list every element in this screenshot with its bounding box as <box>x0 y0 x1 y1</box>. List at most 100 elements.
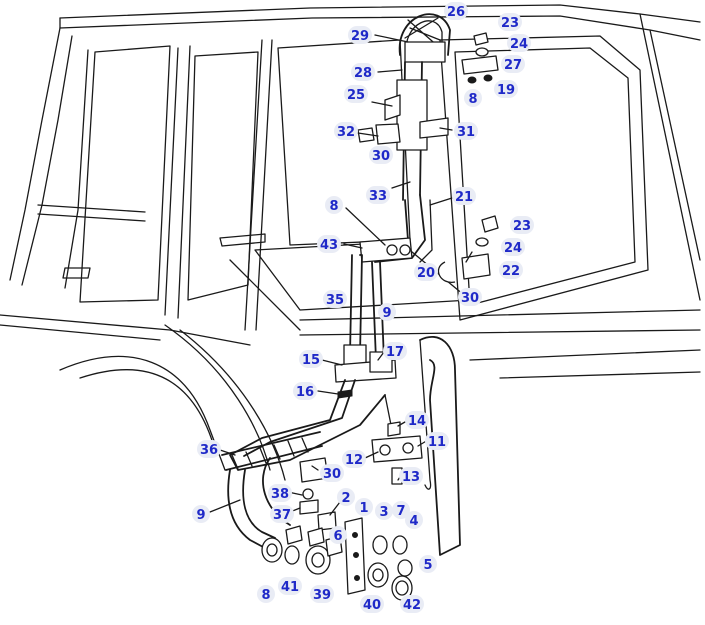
callout-number: 28 <box>354 66 372 81</box>
callout-c12: 12 <box>342 450 366 468</box>
callout-c15: 15 <box>299 350 323 368</box>
callout-bg <box>348 26 372 44</box>
callout-number: 9 <box>382 306 391 321</box>
callout-number: 41 <box>281 580 299 595</box>
callout-bg <box>383 342 407 360</box>
callout-bg <box>392 501 410 519</box>
callout-c13: 13 <box>399 467 423 485</box>
callout-c14: 14 <box>405 411 429 429</box>
callout-bg <box>425 432 449 450</box>
callout-bg <box>507 34 531 52</box>
callout-c29: 29 <box>348 26 372 44</box>
callout-number: 4 <box>409 514 418 529</box>
callout-bg <box>400 595 424 613</box>
callout-c30b: 30 <box>458 288 482 306</box>
callout-number: 37 <box>273 508 291 523</box>
callout-bg <box>414 263 438 281</box>
callout-bg <box>192 505 210 523</box>
callout-c37: 37 <box>270 505 294 523</box>
callout-number: 16 <box>296 385 314 400</box>
callout-number: 25 <box>347 88 365 103</box>
callout-c28: 28 <box>351 63 375 81</box>
callout-bg <box>257 585 275 603</box>
callout-number: 31 <box>457 125 475 140</box>
callout-bg <box>299 350 323 368</box>
callout-bg <box>458 288 482 306</box>
callout-number: 39 <box>313 588 331 603</box>
callout-c38: 38 <box>268 484 292 502</box>
callout-number: 12 <box>345 453 363 468</box>
callout-bg <box>342 450 366 468</box>
callout-bg <box>268 484 292 502</box>
callout-number: 40 <box>363 598 381 613</box>
callout-number: 32 <box>337 125 355 140</box>
callout-c33: 33 <box>366 186 390 204</box>
callout-number: 43 <box>320 238 338 253</box>
callout-c25: 25 <box>344 85 368 103</box>
callout-number: 17 <box>386 345 404 360</box>
callout-c5: 5 <box>419 555 437 573</box>
callout-number: 36 <box>200 443 218 458</box>
callout-number: 27 <box>504 58 522 73</box>
callout-c11: 11 <box>425 432 449 450</box>
callout-number: 23 <box>501 16 519 31</box>
callout-number: 11 <box>428 435 446 450</box>
callout-bg <box>355 498 373 516</box>
callout-bg <box>369 146 393 164</box>
callout-c30c: 30 <box>320 464 344 482</box>
callout-bg <box>499 261 523 279</box>
callout-c39: 39 <box>310 585 334 603</box>
callout-c22: 22 <box>499 261 523 279</box>
callout-c8c: 8 <box>257 585 275 603</box>
callout-number: 22 <box>502 264 520 279</box>
callout-bg <box>270 505 294 523</box>
callout-number: 13 <box>402 470 420 485</box>
callout-number: 30 <box>461 291 479 306</box>
callout-number: 29 <box>351 29 369 44</box>
callout-number: 26 <box>447 5 465 20</box>
callout-number: 35 <box>326 293 344 308</box>
callout-bg <box>293 382 317 400</box>
callout-c32: 32 <box>334 122 358 140</box>
callout-number: 23 <box>513 219 531 234</box>
callout-number: 20 <box>417 266 435 281</box>
callout-c35: 35 <box>323 290 347 308</box>
callout-number: 21 <box>455 190 473 205</box>
callout-bg <box>310 585 334 603</box>
callout-number: 8 <box>468 92 477 107</box>
callout-bg <box>378 303 396 321</box>
callout-bg <box>510 216 534 234</box>
callout-number: 9 <box>196 508 205 523</box>
callout-c30a: 30 <box>369 146 393 164</box>
callout-c17: 17 <box>383 342 407 360</box>
callout-c40: 40 <box>360 595 384 613</box>
callout-number: 8 <box>329 199 338 214</box>
callout-number: 1 <box>359 501 368 516</box>
callout-bg <box>366 186 390 204</box>
callout-number: 7 <box>396 504 405 519</box>
callout-c16: 16 <box>293 382 317 400</box>
callout-c23b: 23 <box>510 216 534 234</box>
callout-bg <box>334 122 358 140</box>
callout-number: 8 <box>261 588 270 603</box>
callout-c24a: 24 <box>507 34 531 52</box>
callout-bg <box>317 235 341 253</box>
callout-c3: 3 <box>375 502 393 520</box>
callout-number: 3 <box>379 505 388 520</box>
callout-bg <box>329 526 347 544</box>
callout-c9a: 9 <box>378 303 396 321</box>
callout-c4: 4 <box>405 511 423 529</box>
callout-bg <box>325 196 343 214</box>
callout-c20: 20 <box>414 263 438 281</box>
callout-number: 5 <box>423 558 432 573</box>
callout-bg <box>399 467 423 485</box>
callout-number: 30 <box>323 467 341 482</box>
callout-bg <box>452 187 476 205</box>
callout-number: 14 <box>408 414 426 429</box>
callout-bg <box>351 63 375 81</box>
callout-bg <box>464 89 482 107</box>
callout-number: 15 <box>302 353 320 368</box>
callout-c8b: 8 <box>325 196 343 214</box>
